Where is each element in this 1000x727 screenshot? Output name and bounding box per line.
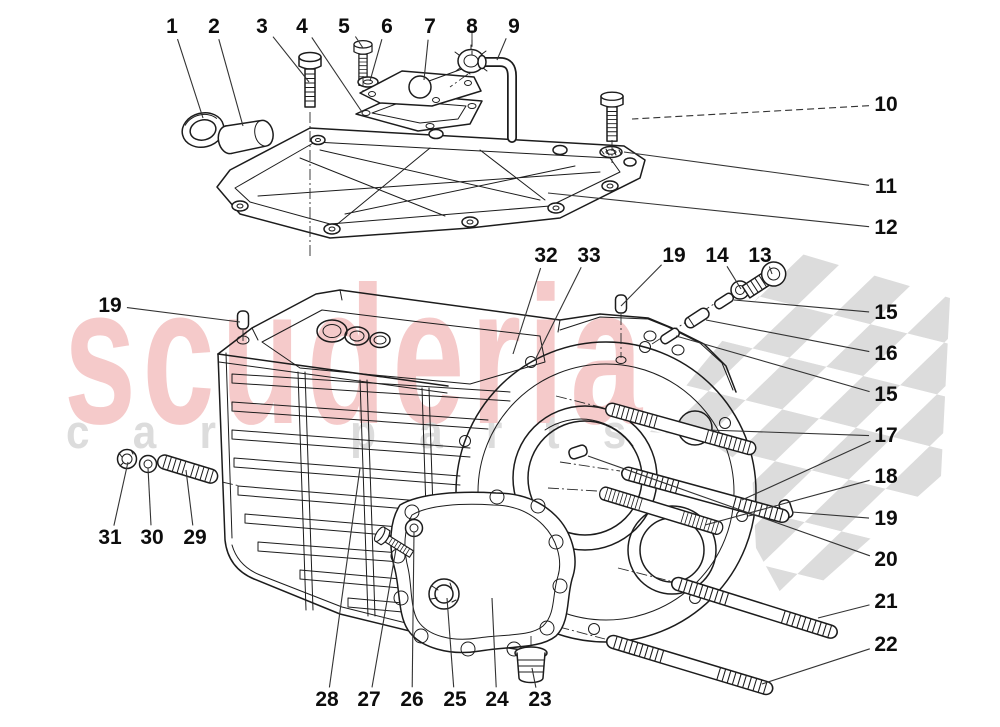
callout-13: 13 xyxy=(748,244,772,267)
callout-11: 11 xyxy=(874,175,898,198)
leader-line-16 xyxy=(705,319,870,353)
callout-27: 27 xyxy=(357,688,381,711)
pin-part16 xyxy=(684,307,710,329)
watermark-brand: scuderia xyxy=(64,246,649,465)
cover-plate-part7 xyxy=(359,68,482,107)
leader-line-7 xyxy=(423,39,429,81)
plug-part13 xyxy=(741,261,787,299)
leader-line-22 xyxy=(761,648,870,685)
breather-cap-part8 xyxy=(449,44,488,88)
plug-part23 xyxy=(514,636,548,684)
callout-19: 19 xyxy=(874,507,898,530)
leader-line-15 xyxy=(675,335,870,393)
leader-line-19 xyxy=(126,307,241,323)
callout-15: 15 xyxy=(874,383,898,406)
leader-line-13 xyxy=(768,266,773,275)
pin-part15-lower xyxy=(659,327,681,345)
leader-line-32 xyxy=(512,267,542,355)
callout-19: 19 xyxy=(662,244,686,267)
leader-line-2 xyxy=(218,39,244,127)
side-cover-drawing xyxy=(390,489,576,657)
leader-line-21 xyxy=(817,604,870,619)
callout-22: 22 xyxy=(874,633,898,656)
leader-line-30 xyxy=(147,467,152,526)
callout-17: 17 xyxy=(874,424,898,447)
leader-line-3 xyxy=(272,36,310,83)
callout-23: 23 xyxy=(528,688,552,711)
callout-16: 16 xyxy=(874,342,898,365)
bushing-part2 xyxy=(217,119,274,155)
seal-ring-part1 xyxy=(181,111,225,149)
leader-line-1 xyxy=(176,38,204,119)
leader-line-17 xyxy=(741,440,871,501)
callout-5: 5 xyxy=(338,15,350,38)
callout-32: 32 xyxy=(534,244,558,267)
callout-26: 26 xyxy=(400,688,424,711)
checkered-flag-shape xyxy=(650,252,950,610)
callout-8: 8 xyxy=(466,15,478,38)
leader-lines xyxy=(113,36,871,688)
leader-line-19 xyxy=(620,264,662,307)
top-cover-drawing xyxy=(216,127,646,239)
callout-2: 2 xyxy=(208,15,220,38)
leader-line-24 xyxy=(491,597,497,688)
callout-24: 24 xyxy=(485,688,509,711)
housing-rib-grille xyxy=(231,371,511,631)
callout-6: 6 xyxy=(381,15,393,38)
callout-1: 1 xyxy=(166,15,178,38)
leader-line-9 xyxy=(496,38,507,61)
callout-9: 9 xyxy=(508,15,520,38)
leader-line-19 xyxy=(791,511,870,519)
leader-line-12 xyxy=(547,192,870,228)
callout-4: 4 xyxy=(296,15,308,38)
callout-25: 25 xyxy=(443,688,467,711)
leader-line-33 xyxy=(535,267,582,359)
leader-line-20 xyxy=(587,455,871,557)
callout-19: 19 xyxy=(98,294,122,317)
callout-3: 3 xyxy=(256,15,268,38)
leader-line-18 xyxy=(704,479,870,526)
callout-7: 7 xyxy=(424,15,436,38)
callout-14: 14 xyxy=(705,244,729,267)
leader-line-15 xyxy=(733,299,870,313)
leader-line-26 xyxy=(411,531,415,688)
leader-line-31 xyxy=(113,461,129,526)
washer-part11 xyxy=(599,145,623,159)
leader-line-29 xyxy=(185,469,194,526)
leader-line-14 xyxy=(726,266,742,290)
callout-10: 10 xyxy=(874,93,898,116)
stud-part29 xyxy=(156,454,219,484)
callout-28: 28 xyxy=(315,688,339,711)
callout-31: 31 xyxy=(98,526,122,549)
callout-33: 33 xyxy=(577,244,601,267)
leader-line-5 xyxy=(354,36,364,49)
leader-line-25 xyxy=(446,597,455,688)
plug-part25 xyxy=(428,578,460,610)
callout-29: 29 xyxy=(183,526,207,549)
callout-12: 12 xyxy=(874,216,898,239)
leader-line-23 xyxy=(531,667,537,688)
leader-line-11 xyxy=(623,151,870,186)
callout-15: 15 xyxy=(874,301,898,324)
leader-line-10 xyxy=(631,105,870,120)
callout-20: 20 xyxy=(874,548,898,571)
callout-18: 18 xyxy=(874,465,898,488)
leader-line-4 xyxy=(311,37,363,113)
leader-line-27 xyxy=(371,548,397,688)
breather-pipe-part9 xyxy=(477,54,517,143)
callout-21: 21 xyxy=(874,590,898,613)
leader-line-28 xyxy=(328,467,361,688)
leader-line-17 xyxy=(707,429,870,437)
callout-30: 30 xyxy=(140,526,164,549)
leader-line-6 xyxy=(369,39,383,82)
